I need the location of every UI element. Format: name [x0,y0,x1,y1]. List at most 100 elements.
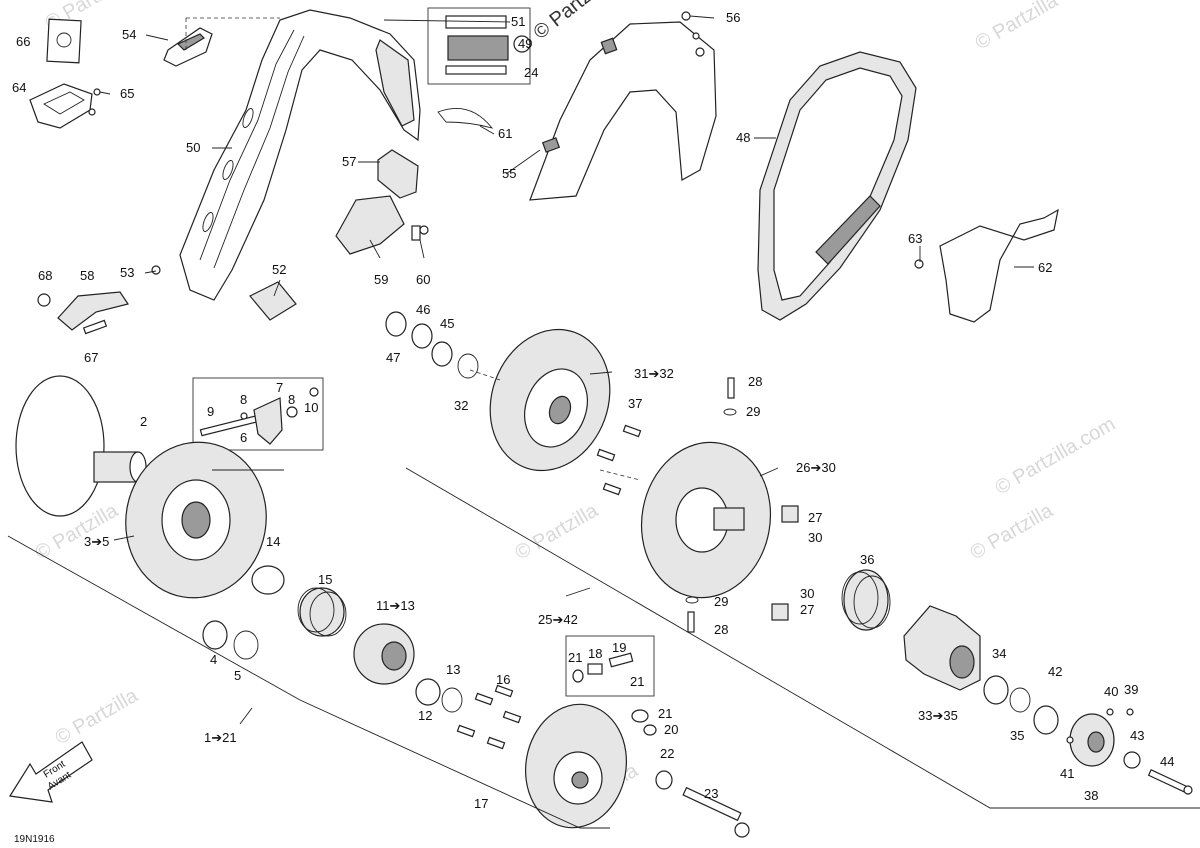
part-23-bolt [682,786,750,838]
callout: 65 [120,86,134,101]
front-arrow: Front Avant [9,741,93,803]
ramp-parts-box [565,635,655,697]
callout: 66 [16,34,30,49]
callout: 42 [1048,664,1062,679]
part-48-belt [757,51,917,321]
callout: 23 [704,786,718,801]
callout: 1➔21 [204,730,237,745]
part-40-nut [1106,708,1114,716]
callout: 21 [658,706,672,721]
callout: 16 [496,672,510,687]
part-64-bracket [29,83,101,129]
callout: 52 [272,262,286,277]
part-57-bracket [377,149,419,199]
callout: 12 [418,708,432,723]
watermark: © Partzilla [512,499,603,564]
bolt-set-16 [456,684,522,750]
callout: 49 [518,36,532,51]
callout: 31➔32 [634,366,674,381]
roller-box [192,377,324,451]
part-17-hub [524,703,628,829]
leader-lines [99,15,1034,725]
part-27-slider [771,603,789,621]
part-58-bracket [37,291,129,335]
callout: 46 [416,302,430,317]
callout: 58 [80,268,94,283]
part-36-spring [841,569,891,631]
callout: 48 [736,130,750,145]
part-41-nut [1066,736,1074,744]
part-54-clip [163,27,213,67]
callout: 20 [664,722,678,737]
part-39-screw [1126,708,1134,716]
callout: 9 [207,404,214,419]
callout: 47 [386,350,400,365]
callout-labels: 66 54 51 49 24 56 64 65 61 48 50 57 55 6… [12,10,1174,811]
watermark: © Partzilla.com [992,413,1120,499]
part-3-spider [125,441,267,599]
callout: 18 [588,646,602,661]
callout: 27 [808,510,822,525]
callout: 13 [446,662,460,677]
part-43-washer [1123,751,1141,769]
part-63-screw [914,259,924,269]
watermark: © Partzilla [530,0,616,44]
part-11-spider-hub [353,623,415,685]
callout: 28 [748,374,762,389]
part-14-bushing [251,565,285,595]
part-62-shield [939,208,1059,323]
part-2-drive-sheave [15,375,147,517]
watermark: © Partzilla [967,499,1058,564]
callout: 14 [266,534,280,549]
callout: 64 [12,80,26,95]
part-13-ring [441,687,463,713]
part-28-29-screws [685,377,737,633]
part-52-plate [249,281,297,321]
callout: 62 [1038,260,1052,275]
part-4-ring [202,620,228,650]
watermark: © Partzilla [52,684,143,749]
callout: 67 [84,350,98,365]
callout: 10 [304,400,318,415]
callout: 38 [1084,788,1098,803]
callout: 56 [726,10,740,25]
callout: 59 [374,272,388,287]
part-53-nut [151,265,161,275]
decal-box [427,7,531,85]
part-33-cam [903,605,981,691]
callout: 68 [38,268,52,283]
part-27-slider [781,505,799,523]
callout: 30 [808,530,822,545]
callout: 44 [1160,754,1174,769]
callout: 7 [276,380,283,395]
callout: 63 [908,231,922,246]
callout: 8 [288,392,295,407]
callout: 50 [186,140,200,155]
callout: 4 [210,652,217,667]
callout: 33➔35 [918,708,958,723]
part-59-bracket [335,195,405,255]
diagram-code: 19N1916 [14,834,55,845]
callout: 22 [660,746,674,761]
part-55-cover [529,11,717,201]
callout: 32 [454,398,468,413]
part-37-bolts [596,424,642,496]
callout: 15 [318,572,332,587]
callout: 35 [1010,728,1024,743]
callout: 5 [234,668,241,683]
callout: 28 [714,622,728,637]
callout: 34 [992,646,1006,661]
callout: 61 [498,126,512,141]
callout: 29 [714,594,728,609]
part-66-decal [46,18,82,64]
part-22-washer [655,770,673,790]
callout: 54 [122,27,136,42]
part-5-ring [233,630,259,660]
part-44-bolt [1147,769,1193,795]
part-38-retainer [1069,713,1115,767]
callout: 51 [511,14,525,29]
callout: 57 [342,154,356,169]
part-34-bushing [983,675,1009,705]
callout: 17 [474,796,488,811]
